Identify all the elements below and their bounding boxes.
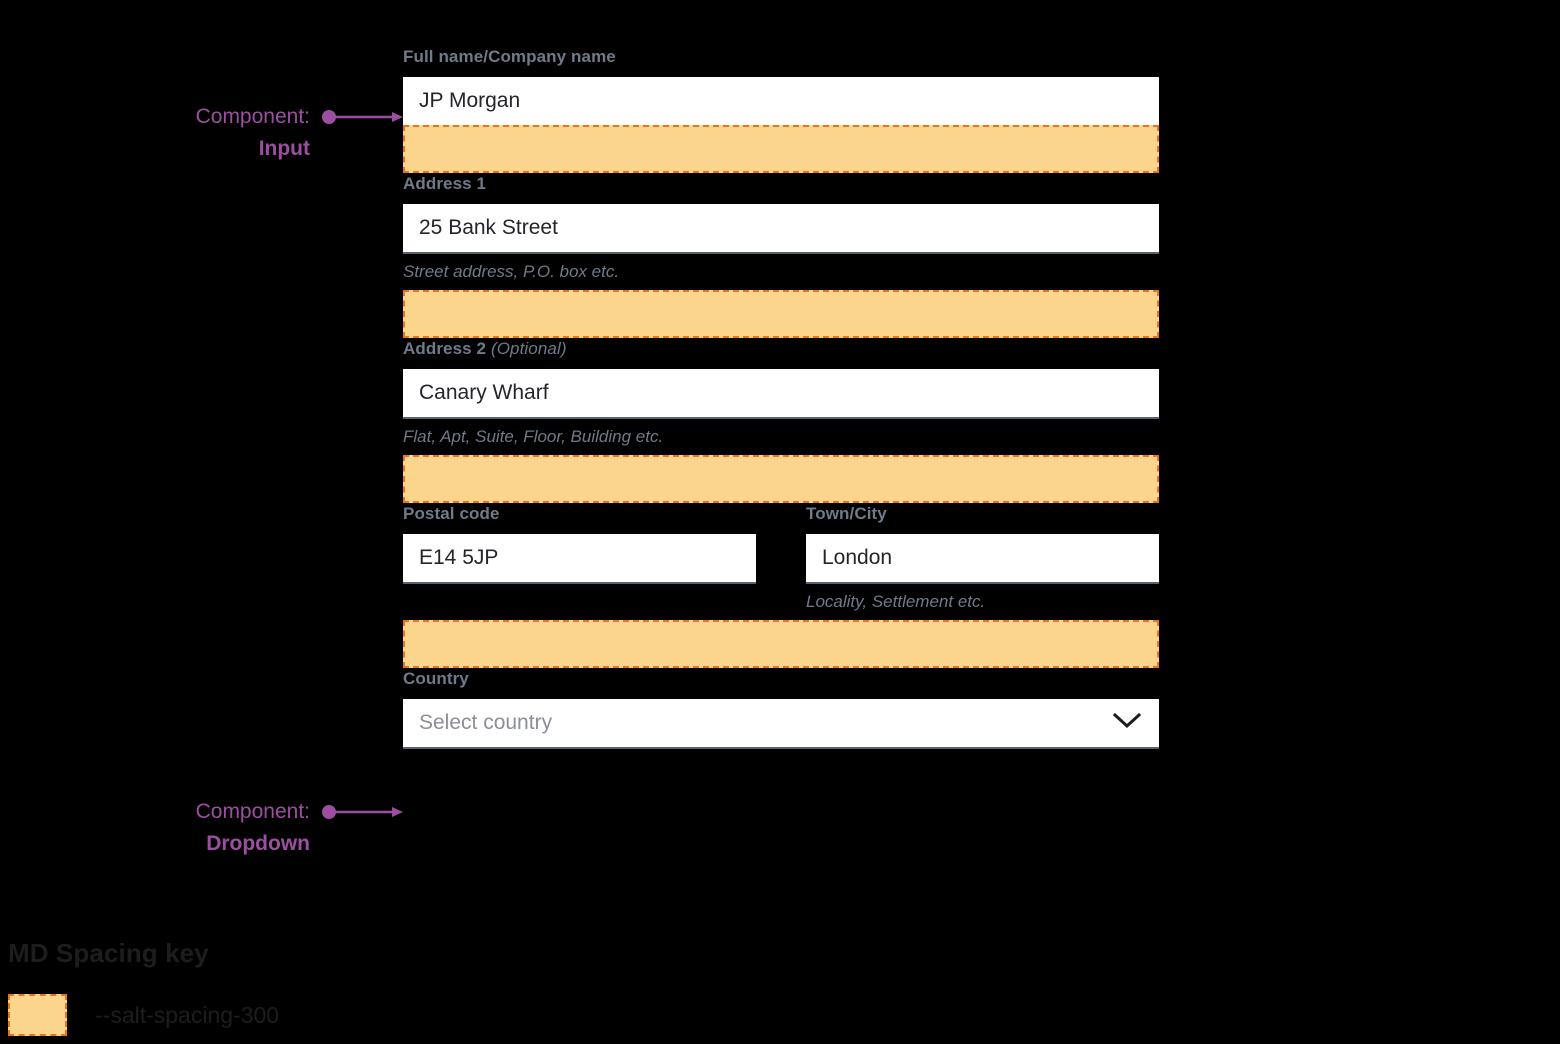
input-town-city-value: London (822, 546, 893, 569)
field-address-1: Address 1 25 Bank Street Street address,… (403, 173, 1159, 338)
column-gap (756, 503, 806, 620)
label-full-name: Full name/Company name (403, 47, 616, 66)
input-town-city[interactable]: London (806, 534, 1159, 584)
dropdown-country[interactable]: Select country (403, 699, 1159, 749)
annotation-input-kind: Component: (195, 105, 310, 128)
label-postal-code: Postal code (403, 504, 500, 523)
input-address-1[interactable]: 25 Bank Street (403, 204, 1159, 254)
spacing-key-title: MD Spacing key (8, 938, 209, 968)
helper-address-1: Street address, P.O. box etc. (403, 262, 620, 281)
input-postal-code-value: E14 5JP (419, 546, 499, 569)
input-full-name[interactable]: JP Morgan (403, 77, 1159, 125)
annotation-input-value: Input (258, 137, 310, 160)
helper-address-2: Flat, Apt, Suite, Floor, Building etc. (403, 427, 664, 446)
field-postal-code: Postal code E14 5JP (403, 503, 756, 620)
address-form: Full name/Company name JP Morgan Address… (403, 46, 1159, 749)
annotation-dropdown: Component: Dropdown (0, 796, 310, 860)
input-address-2-value: Canary Wharf (419, 381, 549, 404)
spacing-key-token: --salt-spacing-300 (95, 1002, 280, 1028)
spacing-block-salt-spacing-300 (403, 125, 1159, 173)
annotation-dropdown-kind: Component: (195, 800, 310, 823)
label-address-1: Address 1 (403, 174, 487, 193)
label-country: Country (403, 669, 469, 688)
dropdown-country-value: Select country (419, 711, 553, 734)
helper-town-city: Locality, Settlement etc. (806, 592, 986, 611)
input-address-2[interactable]: Canary Wharf (403, 369, 1159, 419)
label-address-2-optional: (Optional) (490, 339, 567, 358)
spacing-key-swatch (8, 994, 67, 1036)
input-address-1-value: 25 Bank Street (419, 216, 558, 239)
chevron-down-icon (1112, 712, 1142, 735)
field-address-2: Address 2 (Optional) Canary Wharf Flat, … (403, 338, 1159, 503)
spacing-key-entry: --salt-spacing-300 (8, 994, 608, 1036)
field-full-name: Full name/Company name JP Morgan (403, 46, 1159, 173)
field-country: Country Select country (403, 668, 1159, 749)
spacing-block-salt-spacing-300 (403, 290, 1159, 338)
connector-dropdown-arrow (322, 805, 404, 819)
input-full-name-value: JP Morgan (419, 89, 521, 112)
label-address-2-text: Address 2 (403, 339, 487, 358)
spacing-block-salt-spacing-300 (403, 620, 1159, 668)
label-town-city: Town/City (806, 504, 887, 523)
spacing-block-salt-spacing-300 (403, 455, 1159, 503)
spacing-key-legend: MD Spacing key --salt-spacing-300 (8, 936, 608, 1036)
annotation-input: Component: Input (0, 101, 310, 165)
field-row-postal-town: Postal code E14 5JP Town/City London Loc… (403, 503, 1159, 620)
input-postal-code[interactable]: E14 5JP (403, 534, 756, 584)
connector-input-arrow (322, 110, 404, 124)
label-address-2: Address 2 (Optional) (403, 338, 1159, 369)
field-town-city: Town/City London Locality, Settlement et… (806, 503, 1159, 620)
annotation-dropdown-value: Dropdown (206, 832, 310, 855)
